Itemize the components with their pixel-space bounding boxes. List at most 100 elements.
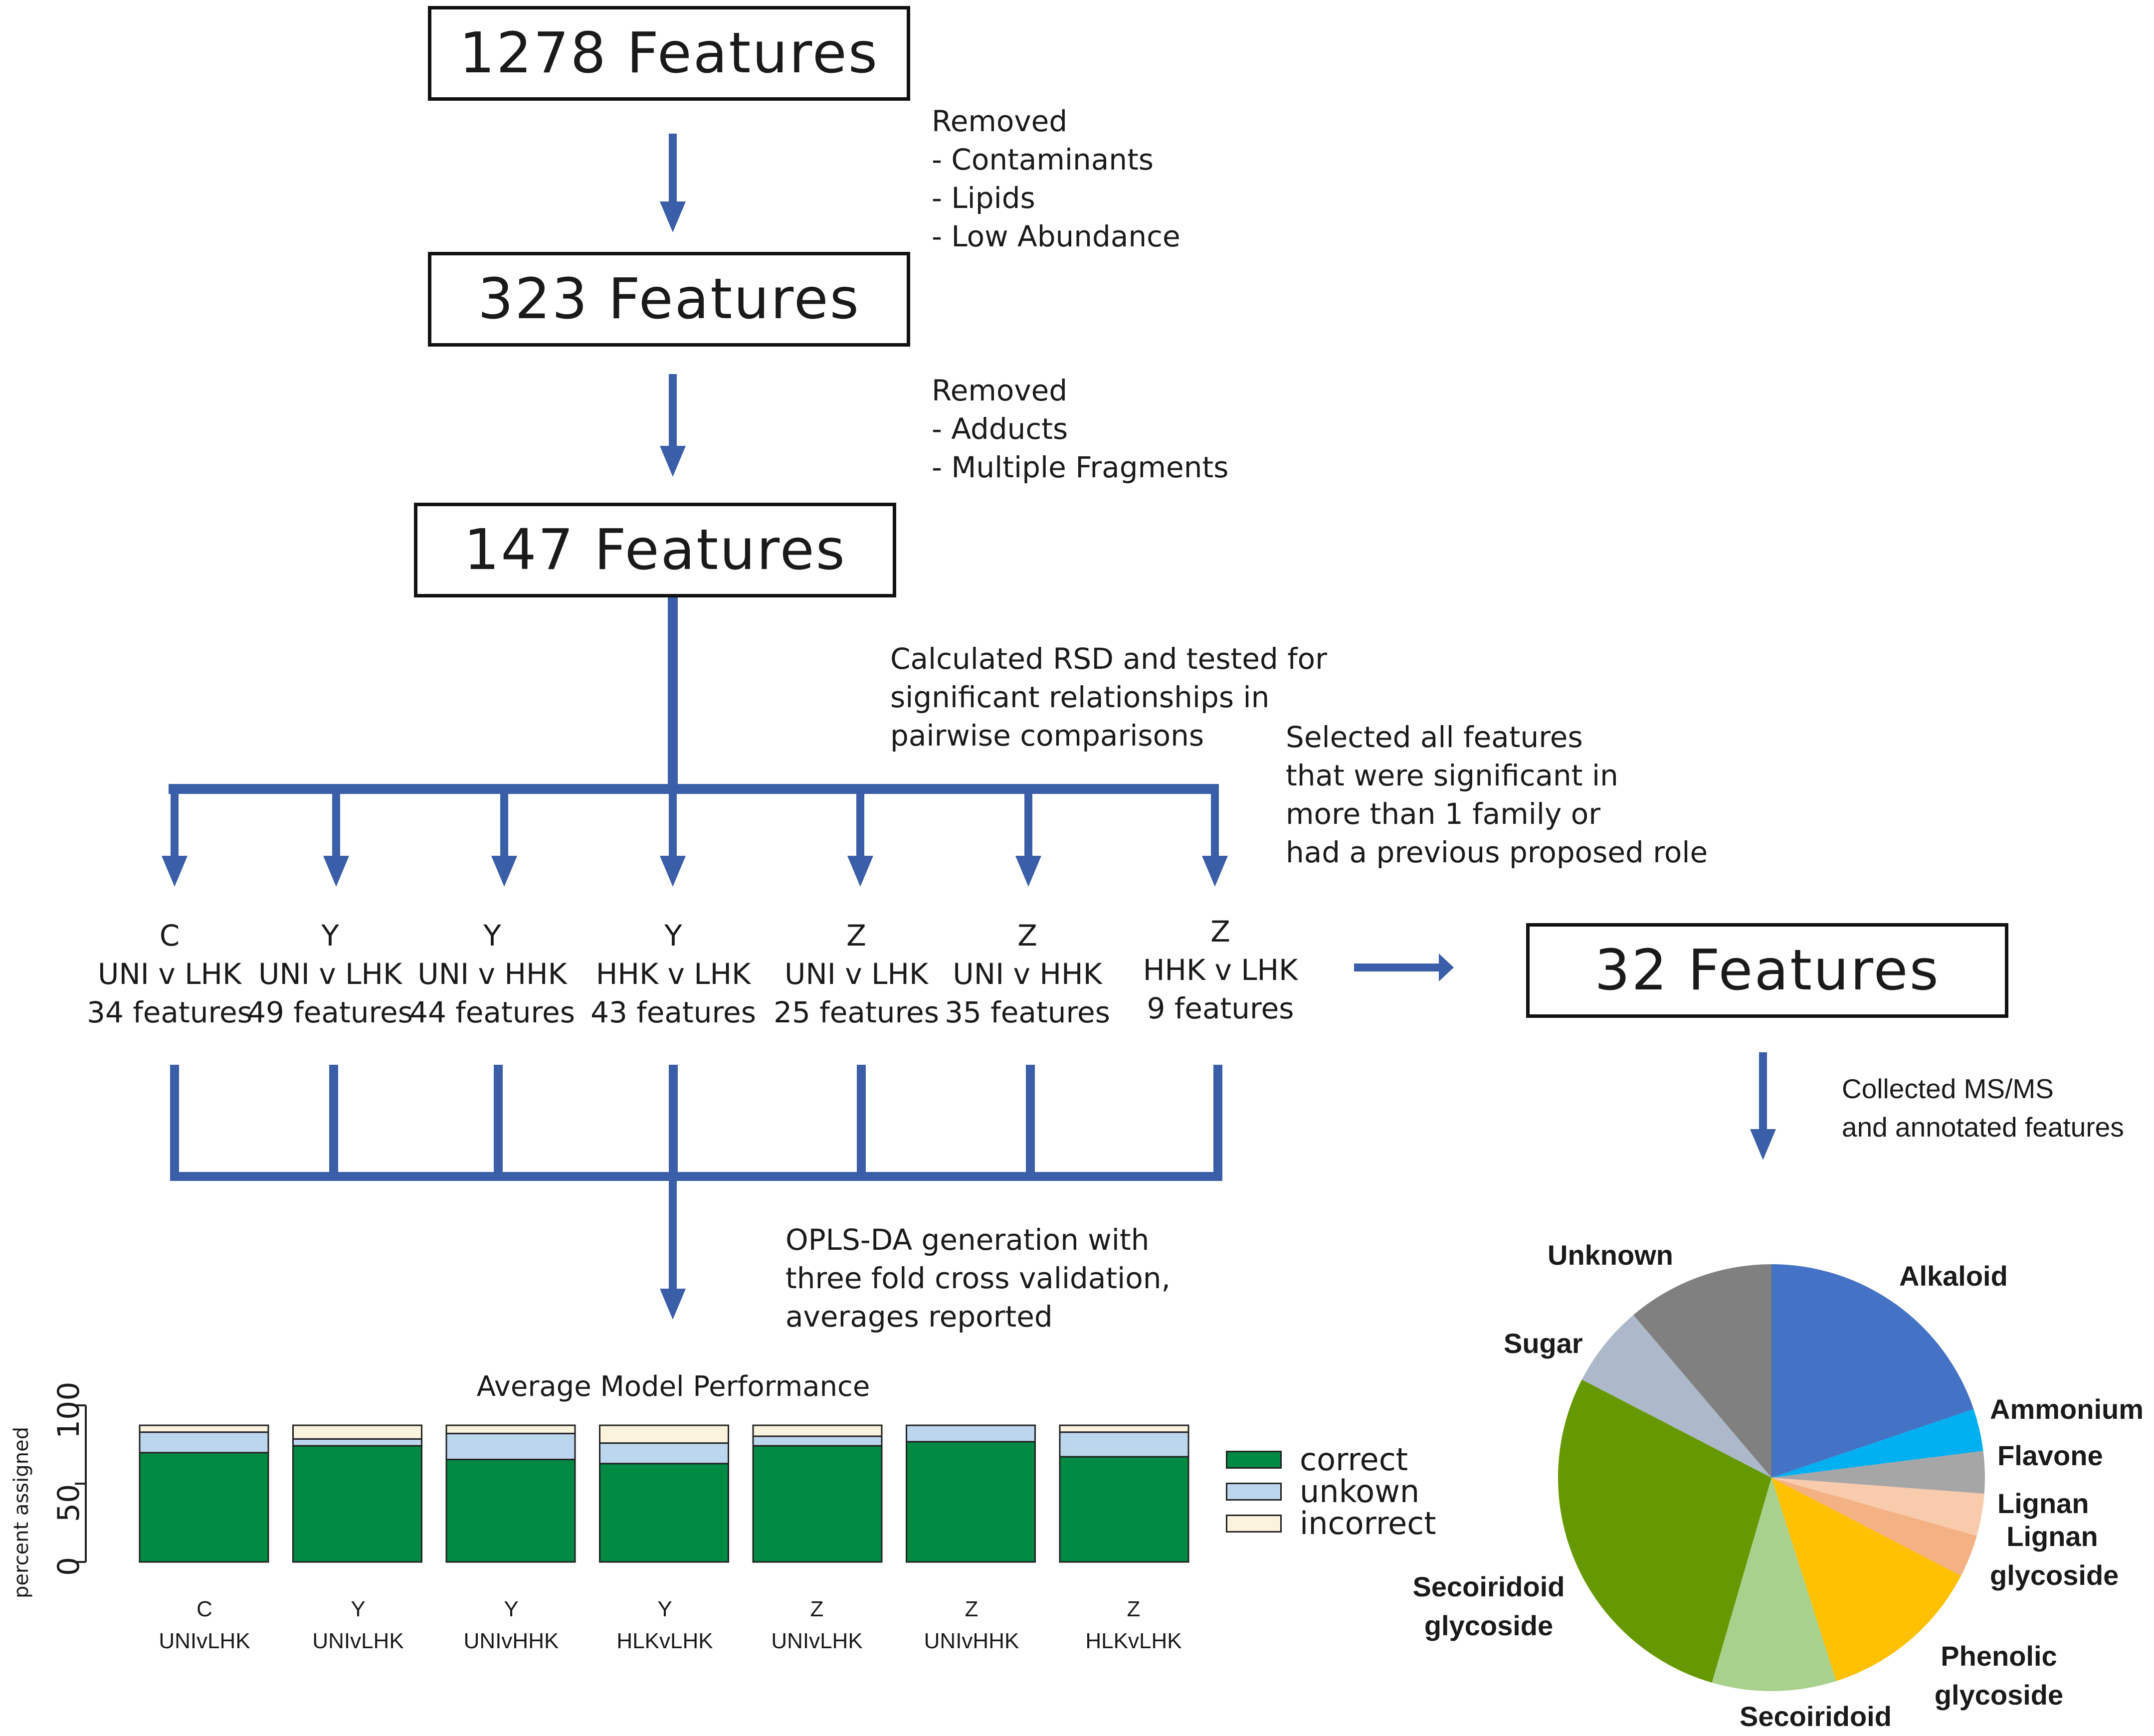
branch-arrow-shaft <box>1211 789 1219 859</box>
legend-label: correct <box>1300 1441 1408 1478</box>
note-line: and annotated features <box>1842 1112 2124 1143</box>
x-category-family: C <box>196 1597 212 1621</box>
comparison-label: Y UNI v HHK 44 features <box>409 917 575 1032</box>
bracket-post <box>857 1065 866 1177</box>
pie-label-lignan-glycoside: Lignan glycoside <box>1990 1521 2119 1591</box>
comparison-count: 43 features <box>590 995 756 1029</box>
x-category-pair: UNIvHHK <box>924 1629 1019 1653</box>
bracket-post <box>170 1065 179 1177</box>
pie-label-unknown: Unknown <box>1548 1239 1673 1271</box>
pie-slice-ammonium <box>1771 1409 1983 1478</box>
pie-label-flavone: Flavone <box>1997 1440 2103 1471</box>
pie-slice-phenolic-glycoside <box>1771 1478 1961 1681</box>
box-323-label: 323 Features <box>478 267 860 332</box>
note-line: significant relationships in <box>890 680 1270 714</box>
bracket-post <box>494 1065 503 1177</box>
note-line: - Contaminants <box>932 143 1154 177</box>
note-line: Selected all features <box>1286 720 1583 754</box>
x-category-label: Z HLKvLHK <box>1085 1593 1181 1657</box>
pie-label-sugar: Sugar <box>1504 1328 1583 1359</box>
x-category-pair: UNIvLHK <box>159 1629 250 1653</box>
x-category-pair: HLKvLHK <box>1085 1629 1182 1653</box>
comparison-family: Y <box>483 919 501 953</box>
pie-slice-alkaloid <box>1771 1264 1974 1478</box>
comparison-pair: UNI v LHK <box>97 957 242 991</box>
legend-item-incorrect: incorrect <box>1226 1508 1436 1539</box>
branch-arrow-shaft <box>856 789 864 859</box>
comparison-label: Y HHK v LHK 43 features <box>590 917 756 1032</box>
bracket-post <box>669 1065 678 1177</box>
note-line: Collected MS/MS <box>1842 1073 2054 1104</box>
bracket-bar <box>170 1172 1222 1181</box>
bar-incorrect-2 <box>445 1424 576 1434</box>
comparison-count: 49 features <box>247 995 413 1029</box>
bar-incorrect-0 <box>139 1424 269 1433</box>
chart-arrow-shaft <box>669 1177 677 1292</box>
pie-label-ammonium: Ammonium <box>1990 1393 2144 1425</box>
branch-arrow-shaft <box>171 789 179 859</box>
comparison-pair: UNI v HHK <box>417 957 567 991</box>
comparison-family: C <box>159 919 180 953</box>
x-category-label: Z UNIvHHK <box>924 1593 1019 1657</box>
bar-correct-3 <box>599 1463 729 1563</box>
flow-arrow-shaft <box>669 134 677 203</box>
legend-swatch <box>1226 1483 1282 1501</box>
comparison-family: Z <box>1017 919 1037 953</box>
comparison-pair: HHK v LHK <box>1143 953 1298 987</box>
comparison-count: 35 features <box>945 995 1110 1029</box>
note-line: that were significant in <box>1286 759 1618 792</box>
x-category-pair: UNIvLHK <box>312 1629 404 1653</box>
bar-unkown-0 <box>139 1431 269 1454</box>
note-line: - Low Abundance <box>932 219 1180 253</box>
box-32-label: 32 Features <box>1594 938 1940 1003</box>
legend-item-correct: correct <box>1226 1444 1408 1475</box>
comparison-family: Z <box>846 919 866 953</box>
bar-correct-0 <box>139 1452 269 1563</box>
pie-label-lignan: Lignan <box>1997 1488 2089 1519</box>
bar-incorrect-3 <box>599 1424 729 1444</box>
comparison-count: 9 features <box>1147 991 1294 1025</box>
note-msms: Collected MS/MS and annotated features <box>1842 1070 2124 1147</box>
bar-incorrect-6 <box>1059 1424 1189 1433</box>
note-line: - Multiple Fragments <box>932 450 1229 484</box>
x-category-label: Y UNIvLHK <box>312 1593 403 1657</box>
bar-incorrect-4 <box>752 1424 883 1437</box>
legend-swatch <box>1226 1451 1282 1469</box>
legend-swatch <box>1226 1515 1282 1533</box>
comparison-count: 34 features <box>87 995 252 1029</box>
note-line: Removed <box>932 104 1068 138</box>
box-32-features: 32 Features <box>1526 923 2008 1018</box>
note-removed-1: Removed - Contaminants - Lipids - Low Ab… <box>932 102 1180 256</box>
comparison-pair: UNI v HHK <box>953 957 1102 991</box>
pie-label-secoiridoid-glycoside: Secoiridoid glycoside <box>1412 1571 1565 1641</box>
legend-item-unknown: unkown <box>1226 1476 1419 1507</box>
note-line: averages reported <box>785 1300 1053 1334</box>
flow-arrow-shaft <box>669 374 677 449</box>
note-line: OPLS-DA generation with <box>785 1223 1150 1257</box>
note-line: three fold cross validation, <box>785 1261 1171 1295</box>
branch-arrow-shaft <box>1024 789 1032 859</box>
pie-slice-unknown <box>1633 1264 1771 1478</box>
pie-label-phenolic-glycoside: Phenolic glycoside <box>1934 1640 2064 1711</box>
bar-correct-2 <box>445 1459 576 1563</box>
note-line: Calculated RSD and tested for <box>890 642 1327 676</box>
comparison-pair: HHK v LHK <box>595 957 751 991</box>
pie-label-secoiridoid: Secoiridoid <box>1740 1701 1892 1732</box>
pie-slice-secoiridoid <box>1712 1478 1836 1692</box>
branch-arrow-shaft <box>669 789 677 859</box>
bracket-post <box>1213 1065 1222 1177</box>
pie-slice-flavone <box>1771 1451 1985 1494</box>
comparison-family: Z <box>1210 915 1230 949</box>
bar-incorrect-1 <box>292 1424 422 1440</box>
x-category-pair: HLKvLHK <box>616 1629 713 1653</box>
x-category-family: Y <box>504 1597 519 1621</box>
x-category-label: Y HLKvLHK <box>616 1593 713 1657</box>
right-arrow-shaft <box>1354 964 1444 971</box>
box-1278-features: 1278 Features <box>428 6 910 101</box>
x-category-family: Y <box>657 1597 672 1621</box>
x-category-label: Y UNIvHHK <box>464 1593 559 1657</box>
box-1278-label: 1278 Features <box>459 21 879 86</box>
x-category-family: Z <box>810 1597 824 1621</box>
